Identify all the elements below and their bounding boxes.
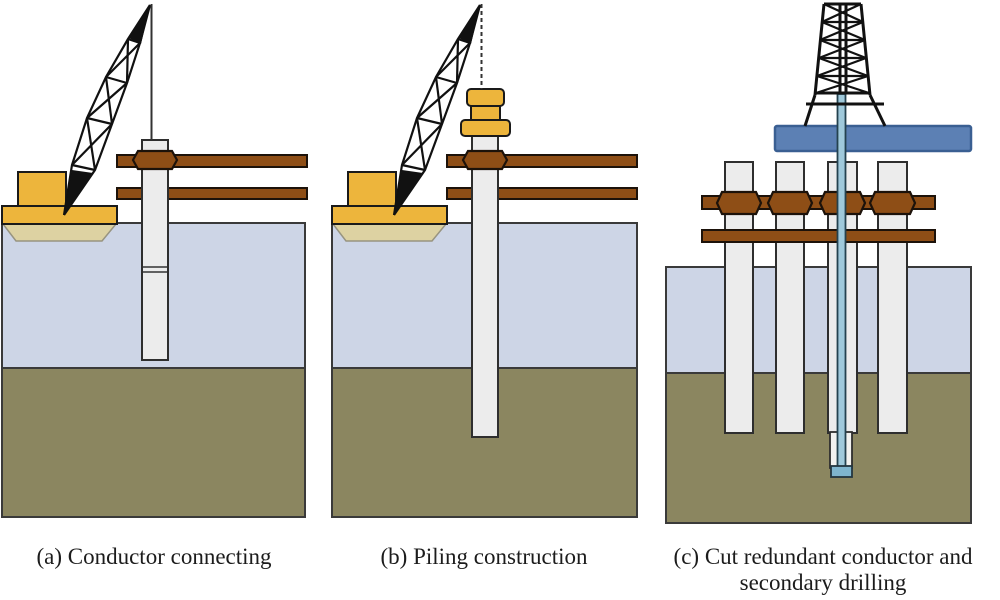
drill-string bbox=[836, 93, 847, 473]
deck-platform bbox=[773, 124, 973, 153]
guide-collar-c4 bbox=[868, 190, 917, 216]
panel-b-piling-construction bbox=[331, 3, 638, 518]
pile-b bbox=[471, 134, 499, 438]
guide-bar-lower-c bbox=[701, 229, 936, 243]
guide-collar-c1 bbox=[715, 190, 763, 216]
crane-barge-a bbox=[1, 171, 118, 242]
guide-collar-b bbox=[461, 149, 509, 171]
conductor-pipe-a bbox=[141, 139, 169, 361]
piling-hammer-icon bbox=[460, 88, 511, 137]
crane-boom-b bbox=[392, 3, 482, 217]
water-c bbox=[665, 266, 972, 374]
crane-barge-b bbox=[331, 171, 448, 242]
guide-collar-c2 bbox=[766, 190, 814, 216]
panel-a-conductor-connecting bbox=[1, 3, 308, 518]
caption-panel-c: (c) Cut redundant conductor and secondar… bbox=[646, 544, 1000, 596]
seabed-a bbox=[1, 367, 306, 518]
guide-bar-lower-a bbox=[116, 187, 308, 200]
crane-boom-a bbox=[62, 3, 152, 217]
panel-c-secondary-drilling bbox=[665, 2, 973, 524]
caption-panel-c-line1: (c) Cut redundant conductor and bbox=[673, 544, 973, 569]
caption-panel-b: (b) Piling construction bbox=[380, 544, 588, 569]
caption-panel-c-line2: secondary drilling bbox=[739, 570, 907, 595]
drilling-derrick-icon bbox=[803, 2, 887, 127]
diagram-canvas bbox=[1, 2, 973, 524]
caption-panel-a: (a) Conductor connecting bbox=[36, 544, 272, 569]
guide-collar-a bbox=[131, 149, 179, 171]
drill-bit bbox=[830, 465, 853, 478]
guide-bar-lower-b bbox=[446, 187, 638, 200]
seabed-c bbox=[665, 372, 972, 524]
